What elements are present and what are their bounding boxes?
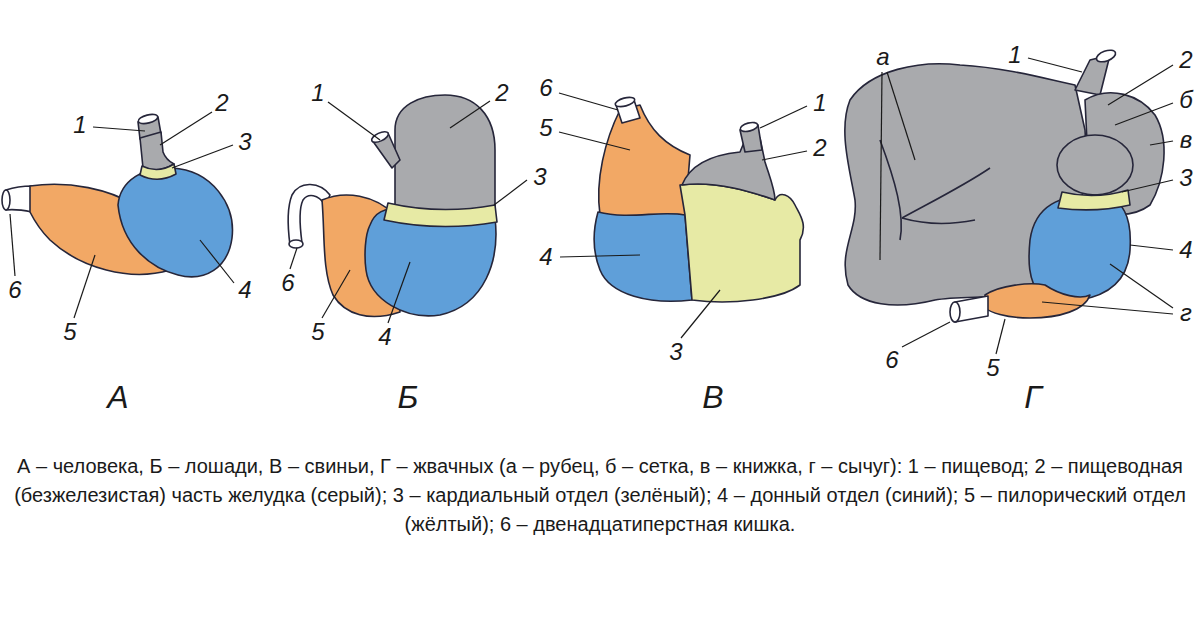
callout-number: б — [1179, 88, 1193, 112]
callout-number: 2 — [1179, 48, 1192, 72]
callout-number: 6 — [885, 348, 898, 372]
callout-number: 5 — [311, 320, 324, 344]
leader-lines — [10, 58, 1173, 354]
callout-number: в — [1180, 128, 1193, 152]
callout-number: 3 — [238, 130, 251, 154]
pig-stomach — [594, 96, 803, 302]
callout-number: 4 — [539, 245, 552, 269]
callout-number: 3 — [1179, 166, 1192, 190]
figure-letter: Г — [1024, 381, 1041, 413]
callout-number: 2 — [495, 81, 508, 105]
ruminant-stomach — [845, 48, 1164, 322]
callout-number: а — [876, 45, 889, 69]
figure-letter: Б — [398, 381, 419, 413]
callout-number: 6 — [281, 271, 294, 295]
callout-number: г — [1180, 301, 1192, 325]
callout-number: 1 — [813, 91, 826, 115]
callout-number: 2 — [215, 91, 228, 115]
callout-number: 6 — [8, 278, 21, 302]
callout-number: 4 — [238, 278, 251, 302]
callout-number: 2 — [813, 136, 826, 160]
callout-number: 1 — [311, 81, 324, 105]
callout-number: 3 — [669, 340, 682, 364]
callout-number: 6 — [539, 76, 552, 100]
callout-number: 5 — [986, 356, 999, 380]
callout-number: 1 — [1008, 43, 1021, 67]
figure-letter: В — [702, 381, 723, 413]
callout-number: 5 — [539, 116, 552, 140]
figure-caption: А – человека, Б – лошади, В – свиньи, Г … — [10, 452, 1190, 539]
callout-number: 5 — [63, 320, 76, 344]
callout-number: 4 — [378, 325, 391, 349]
callout-number: 4 — [1179, 238, 1192, 262]
human-stomach — [2, 113, 232, 277]
figure-letter: А — [107, 381, 128, 413]
callout-number: 3 — [533, 165, 546, 189]
callout-number: 1 — [73, 113, 86, 137]
horse-stomach — [288, 95, 497, 317]
